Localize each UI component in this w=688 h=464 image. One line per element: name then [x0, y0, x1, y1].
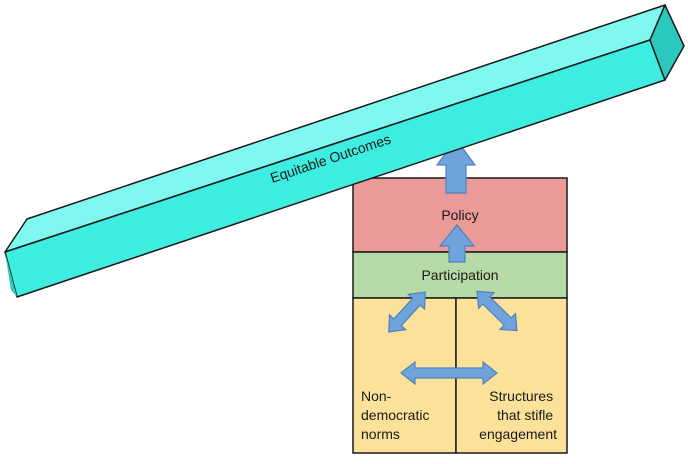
- non-democratic-norms-label: Non- democratic norms: [361, 388, 433, 442]
- participation-label: Participation: [421, 267, 498, 283]
- beam-left-end-face: [5, 252, 17, 297]
- double-arrow-participation-structures: [476, 290, 518, 332]
- structures-line: engagement: [479, 426, 557, 442]
- block-stack: Policy Participation Non- democratic nor…: [352, 177, 568, 454]
- structures-label: Structures that stifle engagement: [479, 388, 557, 442]
- double-arrow-participation-norms: [388, 291, 426, 333]
- non-democratic-norms-line: democratic: [361, 407, 429, 423]
- double-arrow-norms-structures: [400, 360, 498, 386]
- arrow-up-participation-to-policy: [438, 224, 476, 263]
- arrows: [388, 137, 518, 386]
- structures-line: Structures: [489, 388, 553, 404]
- equitable-outcomes-beam: [4, 4, 685, 298]
- non-democratic-norms-line: Non-: [361, 388, 392, 404]
- structures-line: that stifle: [497, 407, 553, 423]
- non-democratic-norms-line: norms: [361, 426, 400, 442]
- beam-end-face: [649, 4, 685, 81]
- policy-label: Policy: [441, 207, 478, 223]
